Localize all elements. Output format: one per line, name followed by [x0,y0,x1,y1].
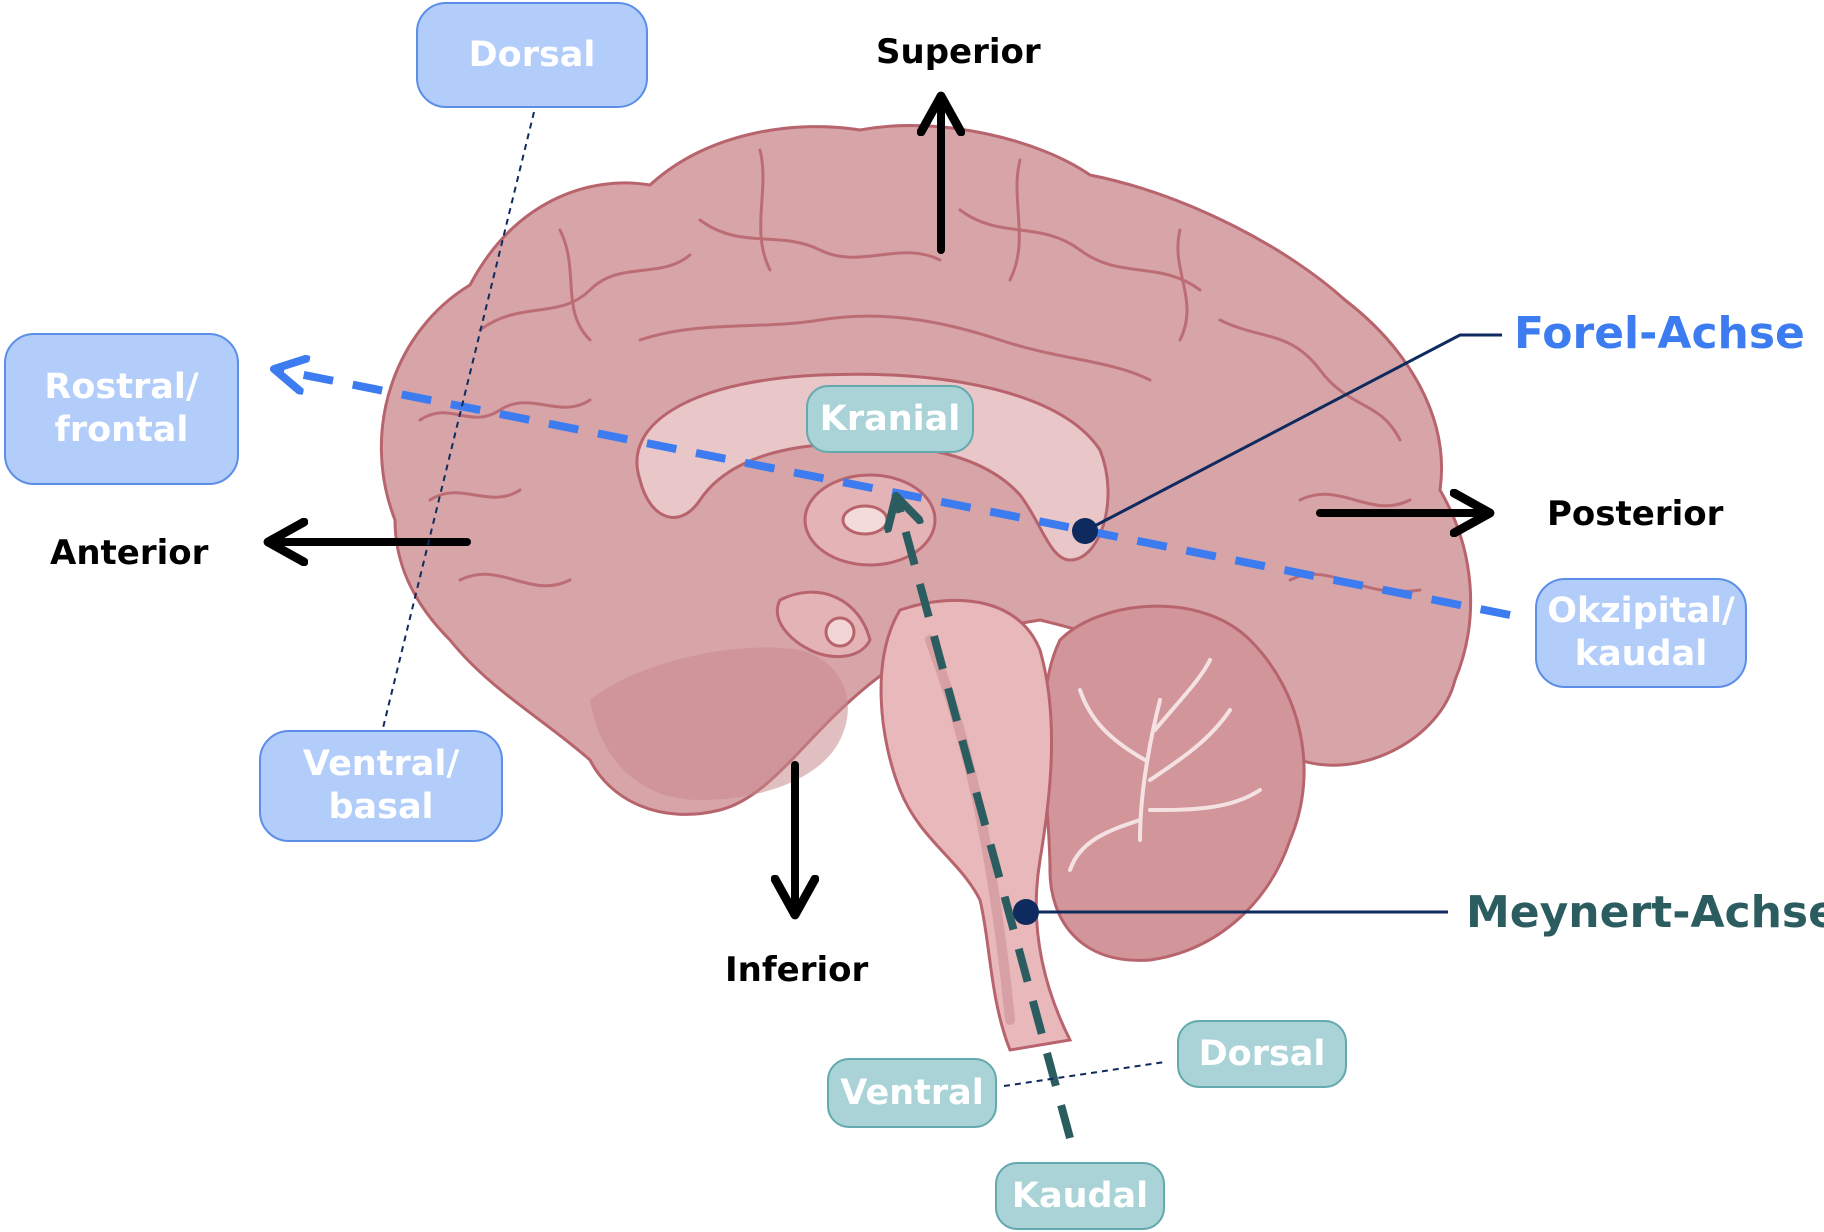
posterior-label: Posterior [1547,494,1724,534]
meynert-dorsoventral-line [1003,1061,1166,1087]
forel-occipital-pill: Okzipital/ kaudal [1535,578,1747,688]
forel-dorsal-pill: Dorsal [416,2,648,108]
brain-illustration [379,124,1473,1052]
meynert-dorsal-text: Dorsal [1198,1033,1326,1074]
forel-axis-line [274,369,1511,619]
brainstem-inner-line [925,635,1015,1025]
superior-label: Superior [876,32,1041,72]
meynert-axis-line [896,496,1074,1140]
forel-pointer-dot [1072,518,1098,544]
meynert-cranial-pill: Kranial [806,385,974,453]
forel-dorsoventral-line [382,111,535,729]
arbor-vitae-lines [1068,658,1262,872]
temporal-lobe-shade [590,647,848,800]
meynert-cranial-text: Kranial [819,398,961,439]
meynert-ventral-pill: Ventral [827,1058,997,1128]
forel-rostral-pill: Rostral/ frontal [4,333,239,485]
forel-axis-name: Forel-Achse [1514,308,1805,359]
forel-dorsal-text: Dorsal [468,34,596,75]
interthalamic-adhesion-shape [841,504,889,536]
meynert-ventral-text: Ventral [840,1072,984,1113]
forel-rostral-line2: frontal [54,410,189,450]
inferior-label: Inferior [725,950,869,990]
meynert-caudal-pill: Kaudal [995,1162,1165,1230]
pituitary-shape [824,616,856,648]
forel-pointer-line [1084,333,1502,533]
meynert-axis-name: Meynert-Achse [1466,887,1824,938]
corpus-callosum-shape [635,372,1110,562]
forel-ventral-line1: Ventral/ [302,744,460,785]
forel-ventral-pill: Ventral/ basal [259,730,503,842]
forel-rostral-line1: Rostral/ [44,367,199,408]
forel-occipital-line1: Okzipital/ [1547,591,1735,632]
meynert-pointer-dot [1013,899,1039,925]
brainstem-shape [879,598,1073,1052]
anterior-label: Anterior [50,533,209,573]
meynert-dorsal-pill: Dorsal [1177,1020,1347,1088]
meynert-caudal-text: Kaudal [1011,1175,1149,1216]
cerebellum-shape [1041,604,1306,962]
forel-ventral-line2: basal [328,787,434,827]
forel-occipital-line2: kaudal [1574,634,1708,674]
